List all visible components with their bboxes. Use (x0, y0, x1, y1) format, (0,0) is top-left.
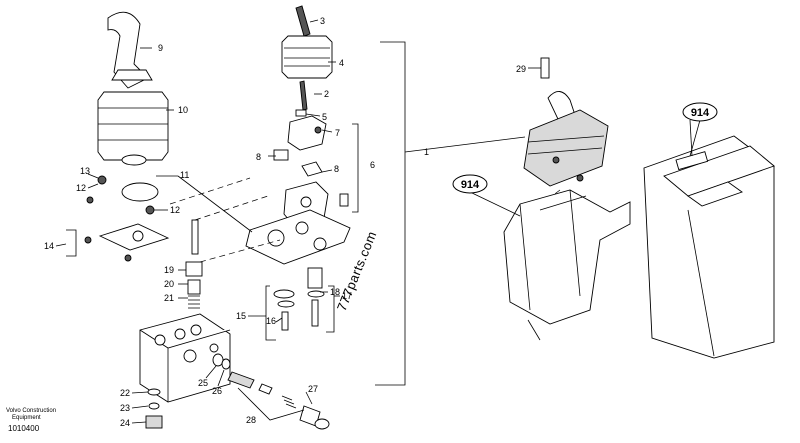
document-number: 1010400 (8, 424, 40, 433)
callout-29: 29 (516, 64, 526, 74)
callout-labels: 3 4 2 5 7 8 8 6 1 9 10 11 13 12 12 14 19… (44, 16, 526, 428)
assembly-bracket-1 (375, 41, 526, 386)
callout-21: 21 (164, 293, 174, 303)
cover-housing (643, 119, 775, 359)
tag-914-label-a: 914 (461, 179, 480, 191)
callout-10: 10 (178, 105, 188, 115)
callout-3: 3 (320, 16, 325, 26)
gate-plate-group (273, 115, 359, 227)
valve-plate (245, 209, 351, 265)
callout-12b: 12 (170, 205, 180, 215)
assembly-tag-914-cover: 914 (682, 102, 718, 122)
callout-27: 27 (308, 384, 318, 394)
brand-line-1: Volvo Construction (6, 408, 57, 414)
control-unit (519, 57, 609, 221)
tag-914-label-b: 914 (691, 107, 710, 119)
base-plate-group (66, 154, 170, 262)
callout-19: 19 (164, 265, 174, 275)
callout-26: 26 (212, 386, 222, 396)
leader-lines (55, 19, 693, 424)
assembly-tag-914-bracket: 914 (452, 174, 488, 194)
callout-4: 4 (339, 58, 344, 68)
callout-20: 20 (164, 279, 174, 289)
callout-2: 2 (324, 89, 329, 99)
callout-9: 9 (158, 43, 163, 53)
fittings-group (145, 353, 330, 430)
callout-14: 14 (44, 241, 54, 251)
callout-18: 18 (330, 287, 340, 297)
callout-7: 7 (335, 128, 340, 138)
callout-12a: 12 (76, 183, 86, 193)
callout-17: 17 (342, 291, 352, 301)
callout-15: 15 (236, 311, 246, 321)
spool-spring-group (169, 177, 335, 341)
callout-6: 6 (370, 160, 375, 170)
valve-body (139, 313, 231, 403)
callout-24: 24 (120, 418, 130, 428)
brand-line-2: Equipment (12, 415, 41, 421)
callout-25: 25 (198, 378, 208, 388)
callout-8b: 8 (334, 164, 339, 174)
callout-11a: 11 (180, 170, 189, 180)
callout-8a: 8 (256, 152, 261, 162)
callout-13: 13 (80, 166, 90, 176)
callout-16: 16 (266, 316, 276, 326)
joystick-handle-group (97, 11, 169, 161)
callout-5: 5 (322, 112, 327, 122)
lever-handle-group (281, 5, 333, 117)
callout-28: 28 (246, 415, 256, 425)
callout-1: 1 (424, 147, 429, 157)
callout-22: 22 (120, 388, 130, 398)
frame-bracket (469, 189, 631, 341)
callout-23: 23 (120, 403, 130, 413)
